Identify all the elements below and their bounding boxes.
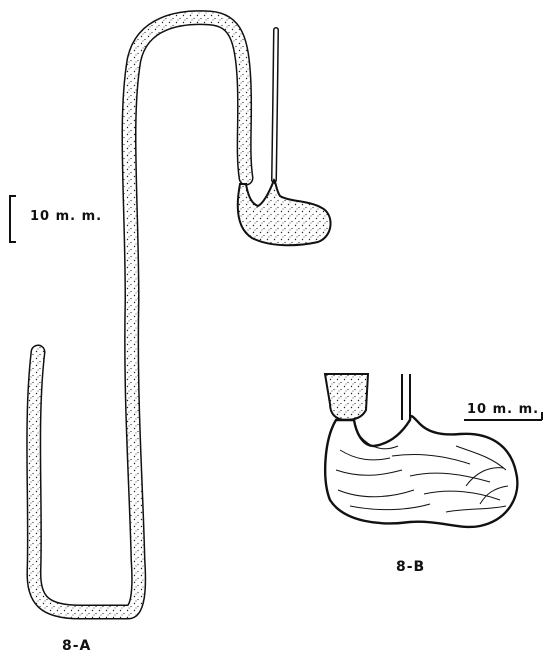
scale-label-b: 10 m. m. [467,402,539,417]
intestine-tube-8a-stipple [34,18,246,612]
duct-8b [402,374,410,420]
specimen-8b [325,374,517,527]
tube-stub-8b [325,374,368,420]
sac-8a [238,180,331,245]
scale-label-a: 10 m. m. [30,209,102,224]
specimen-8a [34,18,331,612]
caption-8a: 8-A [62,638,91,654]
scale-bar-a [10,196,16,242]
sac-8b [325,416,517,527]
caption-8b: 8-B [396,559,425,575]
